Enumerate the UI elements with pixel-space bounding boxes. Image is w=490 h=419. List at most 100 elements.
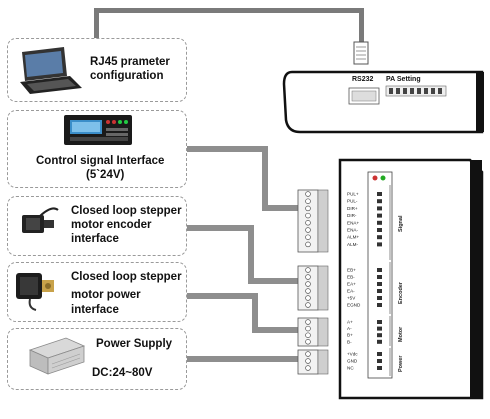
driver-pin-dot [377,220,382,225]
motor-terminal-block [297,317,329,347]
driver-pin-dot [377,326,382,331]
encoder-label-line1: Closed loop stepper [71,205,182,217]
encoder-label-line2: motor encoder [71,219,152,231]
driver-pin-dot [377,352,382,356]
terminal-screw [305,198,311,204]
wire-top-horizontal [94,8,364,13]
driver-pin-dot [377,289,382,293]
driver-pin-dot [377,242,382,247]
pin-label: ALM- [347,242,358,247]
power-label-title: Power Supply [96,338,173,350]
terminal-screw [305,302,311,308]
driver-pin-dot [377,199,382,204]
pin-label: PUL+ [347,192,359,197]
terminal-screw [305,295,311,301]
section-label-power: Power [398,355,404,372]
pin-label: DIR- [347,213,357,218]
driver-pin-dot [377,282,382,286]
driver-pin-dot [377,296,382,300]
driver-pin-dot [377,320,382,324]
motor-label-line2: motor power [71,289,141,301]
pin-label: ENA- [347,228,358,233]
driver-pin-dot [377,206,382,211]
power-label-voltage: DC:24~80V [92,367,153,379]
pin-label: EA+ [347,282,356,287]
driver-pin-dot [377,303,382,307]
driver-pin-dot [377,366,382,370]
wire-control-h2 [262,205,298,211]
wire-motor-v [252,293,258,332]
encoder-label-line3: interface [71,233,119,245]
pin-label: EA- [347,289,355,294]
pin-label: NC [347,366,354,371]
rs232-label: RS232 [352,76,374,83]
terminal-screw [305,339,311,345]
driver-pin-dot [377,333,382,338]
terminal-screw [305,220,311,226]
motor-label-line1: Closed loop stepper [71,271,182,283]
motor-label-line3: interface [71,304,119,316]
terminal-screw [305,325,311,332]
pin-label: B- [347,339,352,344]
pin-label: B+ [347,333,353,338]
terminal-screw [305,319,311,325]
wire-power-h [186,356,298,362]
section-label-motor: Motor [398,326,404,342]
pin-label: GND [347,359,358,364]
control-label-line2: (5`24V) [86,169,125,181]
wire-encoder-h1 [186,225,252,231]
driver-pin-dot [377,235,382,240]
wire-encoder-v [248,225,254,283]
terminal-screw [305,288,311,294]
rj45-label-line2: configuration [90,70,164,82]
wire-top-left-vertical [94,8,99,40]
terminal-screw [305,358,311,364]
driver-pin-dot [377,359,382,363]
wire-control-v [262,146,268,210]
terminal-screw [305,351,311,357]
terminal-screw [305,274,311,280]
encoder-terminal-block [297,265,329,311]
pin-label: EB- [347,275,355,280]
terminal-screw [305,234,311,240]
pin-label: +Vdc [347,352,358,357]
driver-pin-dot [377,192,382,196]
terminal-screw [305,281,311,287]
terminal-screw [305,332,311,338]
pin-label: ALM+ [347,235,359,240]
wire-control-h1 [186,146,266,152]
pin-label: DIR+ [347,206,358,211]
wire-top-right-vertical [359,8,364,44]
pa-setting-label: PA Setting [386,76,421,83]
terminal-screw [305,267,311,273]
section-label-encoder: Encoder [398,281,404,304]
pin-label: EB+ [347,268,356,273]
driver-pin-dot [377,213,382,218]
wire-motor-h1 [186,293,256,299]
pin-label: A+ [347,320,353,325]
terminal-screw [305,191,311,197]
rj45-label-line1: RJ45 prameter [90,56,170,68]
driver-pin-dot [377,275,382,279]
terminal-screw [305,205,311,212]
pin-label: PUL- [347,199,358,204]
terminal-screw [305,212,311,219]
pin-label: ENA+ [347,220,359,225]
pin-label: A- [347,326,352,331]
control-label-line1: Control signal Interface [36,155,165,167]
wire-encoder-h2 [248,278,298,284]
driver-pin-dot [377,228,382,232]
terminal-screw [305,365,311,371]
driver-pin-dot [377,268,382,272]
driver-pin-dot [377,339,382,344]
